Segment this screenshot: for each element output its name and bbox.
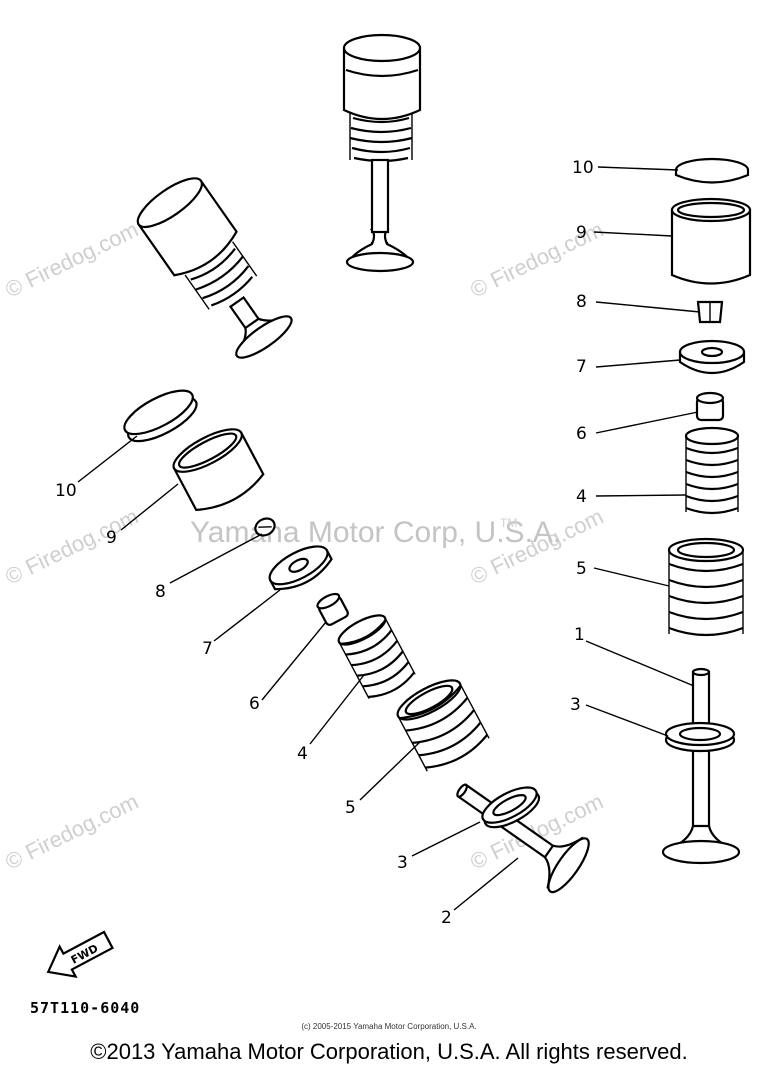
- valve-lifter-left: [172, 428, 265, 512]
- valve-cotter-left: [254, 517, 276, 537]
- firedog-watermark: © Firedog.com: [1, 217, 142, 303]
- stem-seal-right: [695, 391, 725, 422]
- inner-spring-right: [684, 426, 740, 515]
- spring-retainer-left: [268, 545, 333, 591]
- outer-spring-right: [667, 537, 745, 637]
- valve-shim-left: [123, 389, 198, 443]
- stem-seal-left: [316, 592, 349, 626]
- footer-copyright: ©2013 Yamaha Motor Corporation, U.S.A. A…: [90, 1039, 688, 1064]
- inner-spring-left: [337, 614, 416, 700]
- fwd-arrow-icon: FWD: [46, 930, 114, 979]
- exploded-parts-right: [661, 157, 752, 865]
- spring-seat-right: [664, 721, 736, 753]
- callout-10-left: 10: [55, 481, 77, 501]
- valve-lifter-right: [670, 197, 752, 285]
- callout-2-left: 2: [441, 908, 452, 928]
- yamaha-watermark: Yamaha Motor Corp, U.S.A.: [190, 516, 561, 549]
- callout-1-right: 1: [574, 625, 585, 645]
- spring-retainer-right: [678, 339, 746, 374]
- callout-numbers: 10 9 8 7 6 4 5 1 3 10 9 8 7 6 4 5 3 2: [55, 158, 594, 928]
- exploded-parts-left: [123, 389, 590, 894]
- valve-cotter-right: [696, 300, 724, 324]
- callout-10-right: 10: [572, 158, 594, 178]
- callout-4-right: 4: [576, 487, 587, 507]
- intake-valve-right: [661, 667, 741, 865]
- callout-9-right: 9: [576, 223, 587, 243]
- callout-5-left: 5: [345, 798, 356, 818]
- callout-8-right: 8: [576, 292, 587, 312]
- callout-4-left: 4: [297, 744, 308, 764]
- diagram-part-number: 57T110-6040: [30, 999, 141, 1017]
- callout-3-left: 3: [397, 853, 408, 873]
- callout-5-right: 5: [576, 559, 587, 579]
- leader-lines: [77, 166, 701, 911]
- callout-3-right: 3: [570, 695, 581, 715]
- callout-8-left: 8: [155, 582, 166, 602]
- firedog-watermark: © Firedog.com: [1, 789, 142, 875]
- assembled-valve-top: [342, 33, 422, 273]
- callout-7-right: 7: [576, 357, 587, 377]
- callout-9-left: 9: [106, 528, 117, 548]
- callout-7-left: 7: [202, 639, 213, 659]
- firedog-watermark: © Firedog.com: [1, 504, 142, 590]
- spring-seat-left: [481, 786, 541, 829]
- valve-shim-right-edge: [674, 170, 750, 184]
- assembled-valve-left: [136, 177, 293, 359]
- outer-spring-left: [396, 679, 490, 772]
- trademark-mark: TM: [500, 516, 517, 530]
- callout-6-left: 6: [249, 694, 260, 714]
- callout-6-right: 6: [576, 424, 587, 444]
- watermark-layer: © Firedog.com © Firedog.com © Firedog.co…: [1, 217, 607, 875]
- small-copyright: (c) 2005-2015 Yamaha Motor Corporation, …: [301, 1022, 477, 1031]
